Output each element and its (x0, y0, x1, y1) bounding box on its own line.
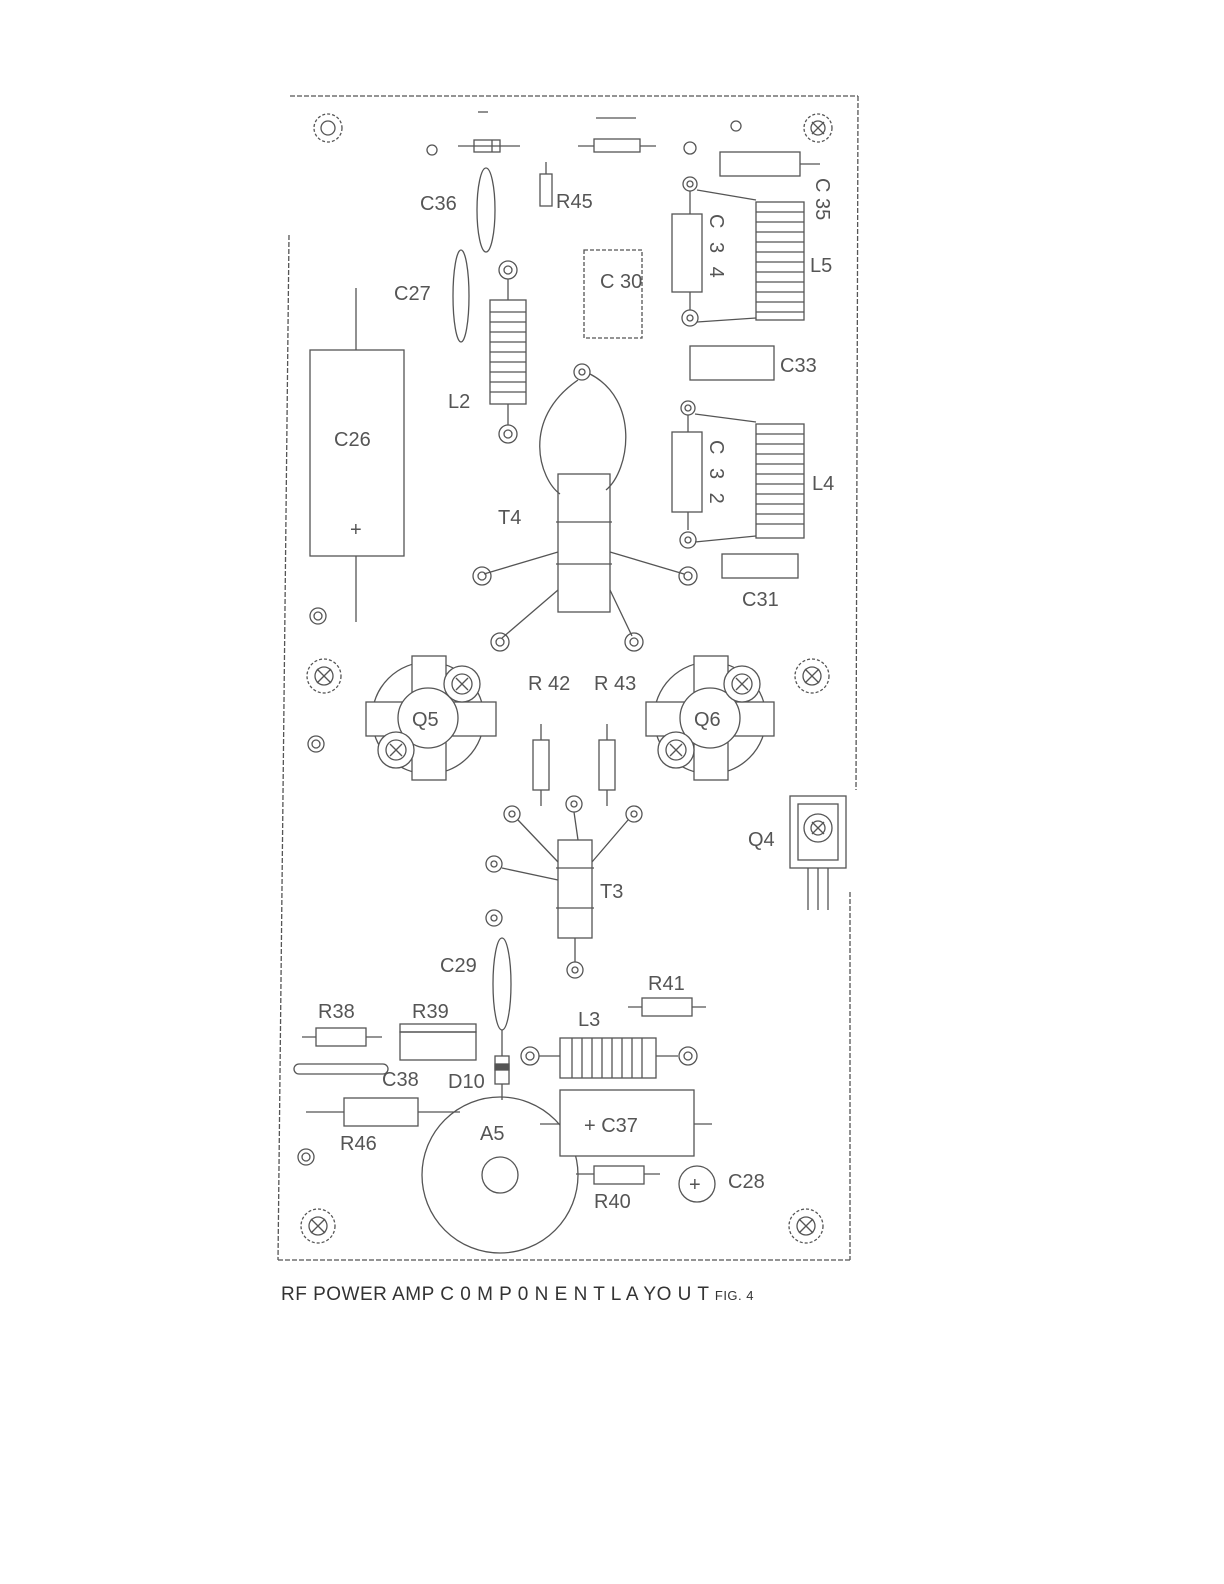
label-r41: R41 (648, 973, 685, 995)
top-diode (458, 112, 520, 152)
label-c38: C38 (382, 1069, 419, 1091)
resistor-r46 (306, 1098, 460, 1126)
capacitor-c30 (584, 250, 642, 338)
top-resistor-r44 (578, 118, 656, 152)
label-c36: C36 (420, 193, 457, 215)
module-a5 (422, 1097, 578, 1253)
label-a5: A5 (480, 1123, 504, 1145)
label-c29: C29 (440, 955, 477, 977)
inductor-l3 (521, 1038, 697, 1078)
label-c26: C26 (334, 429, 371, 451)
label-l4: L4 (812, 473, 834, 495)
label-l2: L2 (448, 391, 470, 413)
capacitor-c26 (310, 288, 404, 622)
label-r43: R 43 (594, 673, 636, 695)
label-q4: Q4 (748, 829, 775, 851)
label-c28: C28 (728, 1171, 765, 1193)
label-c27: C27 (394, 283, 431, 305)
capacitor-c29 (493, 938, 511, 1030)
mounting-screw (314, 114, 832, 142)
capacitor-c35-body (720, 152, 820, 176)
capacitor-c34 (672, 177, 702, 326)
caption-fig: FIG. 4 (715, 1288, 754, 1303)
label-r40: R40 (594, 1191, 631, 1213)
capacitor-c38 (294, 1064, 388, 1074)
label-c31: C31 (742, 589, 779, 611)
capacitor-c31 (722, 554, 798, 578)
label-r38: R38 (318, 1001, 355, 1023)
diode-d10 (495, 1030, 509, 1100)
label-r46: R46 (340, 1133, 377, 1155)
label-d10: D10 (448, 1071, 485, 1093)
capacitor-c33 (690, 346, 774, 380)
resistor-r42 (533, 724, 549, 806)
label-t4: T4 (498, 507, 521, 529)
label-c33: C33 (780, 355, 817, 377)
caption-main: RF POWER AMP C 0 M P 0 N E N T L A YO U … (281, 1284, 709, 1305)
inductor-l2 (490, 261, 526, 443)
label-c30: C 30 (600, 271, 642, 293)
resistor-r43 (599, 724, 615, 806)
label-l3: L3 (578, 1009, 600, 1031)
label-c26-plus: + (350, 519, 362, 541)
label-c35: C 35 (811, 178, 833, 220)
label-c37: + C37 (584, 1115, 638, 1137)
resistor-r39 (400, 1024, 476, 1060)
label-c28-plus: + (689, 1174, 701, 1196)
capacitor-c36 (477, 168, 495, 252)
label-r39: R39 (412, 1001, 449, 1023)
figure-caption: RF POWER AMP C 0 M P 0 N E N T L A YO U … (281, 1284, 881, 1306)
label-r45: R45 (556, 191, 593, 213)
resistor-r38 (302, 1028, 382, 1046)
resistor-r45 (540, 162, 552, 206)
resistor-r41 (628, 998, 706, 1016)
label-t3: T3 (600, 881, 623, 903)
capacitor-c32 (672, 401, 702, 548)
label-c34: C 3 4 (705, 214, 727, 282)
label-l5: L5 (810, 255, 832, 277)
label-q6: Q6 (694, 709, 721, 731)
label-r42: R 42 (528, 673, 570, 695)
label-q5: Q5 (412, 709, 439, 731)
resistor-r40 (576, 1166, 660, 1184)
capacitor-c27 (453, 250, 469, 342)
transistor-q4 (790, 796, 846, 910)
label-c32: C 3 2 (705, 440, 727, 508)
